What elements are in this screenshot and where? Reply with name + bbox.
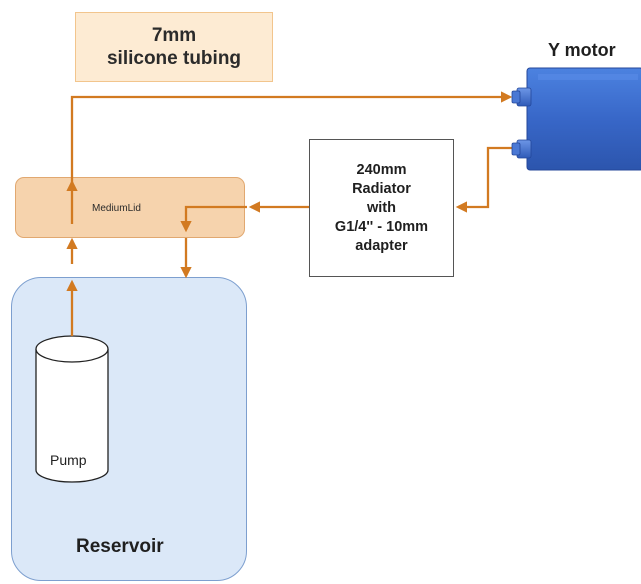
y-motor-block <box>511 67 641 171</box>
pump-label: Pump <box>50 452 87 468</box>
radiator-line1: 240mm <box>356 161 407 178</box>
radiator-line5: adapter <box>355 237 408 254</box>
tubing-note: 7mm silicone tubing <box>75 12 273 82</box>
tubing-note-line1: 7mm <box>151 25 197 46</box>
tube-motor-to-radiator <box>455 146 515 213</box>
tube-radiator-return <box>180 201 309 279</box>
reservoir-label: Reservoir <box>76 536 164 557</box>
motor-label: Y motor <box>548 40 616 60</box>
radiator-box: 240mm Radiator with G1/4'' - 10mm adapte… <box>309 139 454 277</box>
radiator-line3: with <box>367 199 396 216</box>
tube-supply <box>66 91 513 336</box>
radiator-line4: G1/4'' - 10mm <box>334 218 429 235</box>
lid-label: MediumLid <box>92 203 141 214</box>
tubing-note-line2: silicone tubing <box>106 48 242 69</box>
pump-cylinder <box>35 335 109 483</box>
radiator-line2: Radiator <box>352 180 411 197</box>
